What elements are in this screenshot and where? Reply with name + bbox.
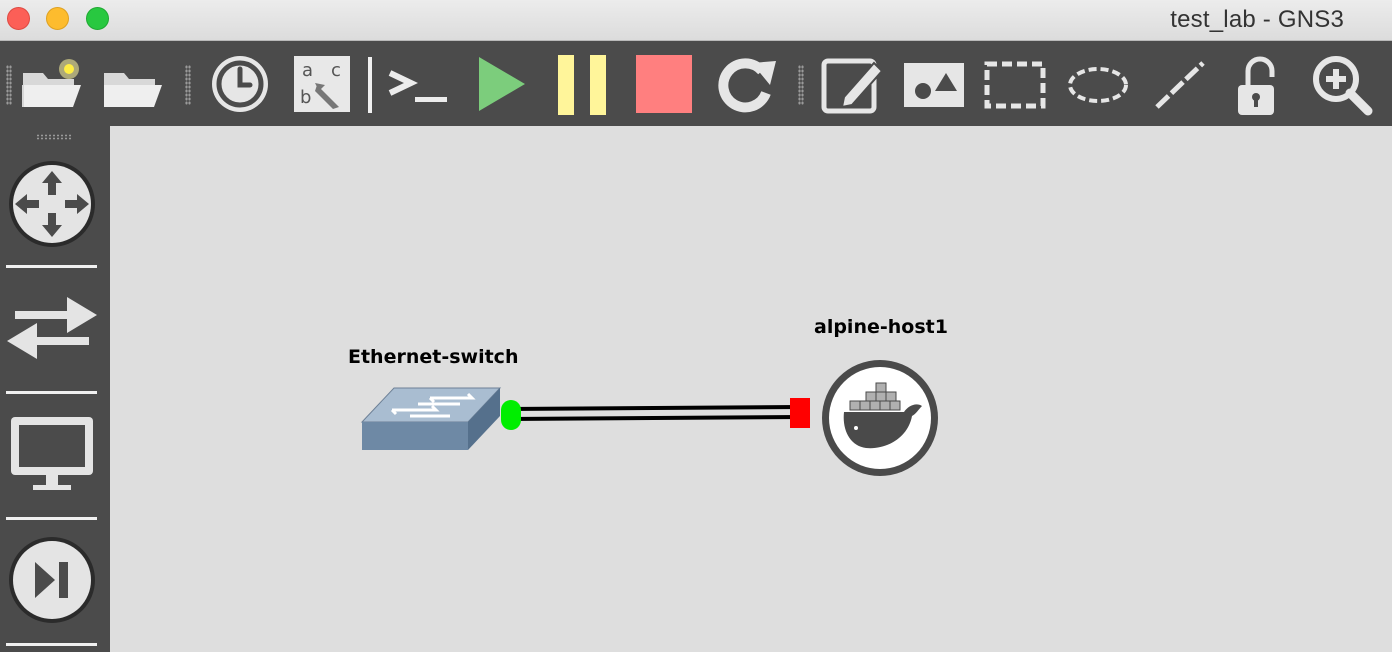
node-ethernet-switch[interactable] bbox=[360, 386, 502, 454]
sidebar-separator bbox=[6, 643, 97, 646]
pause-icon bbox=[558, 55, 606, 115]
device-sidebar bbox=[0, 126, 110, 652]
switch-icon bbox=[7, 297, 97, 359]
toolbar-separator bbox=[368, 57, 372, 113]
network-link[interactable] bbox=[507, 405, 801, 421]
sidebar-separator bbox=[6, 517, 97, 520]
router-icon bbox=[9, 161, 95, 247]
topology-canvas[interactable]: Ethernet-switch alpine-host1 bbox=[110, 126, 1392, 652]
main-toolbar: a c b bbox=[0, 41, 1392, 126]
sidebar-item-all-devices[interactable] bbox=[4, 530, 100, 630]
skip-forward-icon bbox=[9, 537, 95, 623]
picture-icon bbox=[904, 63, 964, 107]
sidebar-separator bbox=[6, 391, 97, 394]
sidebar-item-routers[interactable] bbox=[4, 154, 100, 254]
clock-icon bbox=[212, 56, 268, 112]
minimize-window-button[interactable] bbox=[46, 7, 69, 30]
line-icon bbox=[1155, 61, 1205, 109]
sidebar-grip[interactable] bbox=[36, 134, 72, 140]
console-all-button[interactable] bbox=[381, 49, 451, 119]
draw-rectangle-button[interactable] bbox=[980, 49, 1050, 119]
unlock-icon bbox=[1238, 56, 1275, 115]
lock-items-button[interactable] bbox=[1226, 49, 1296, 119]
toolbar-grip[interactable] bbox=[798, 65, 804, 105]
sidebar-item-switches[interactable] bbox=[4, 278, 100, 378]
add-note-button[interactable] bbox=[816, 49, 886, 119]
reload-icon bbox=[718, 58, 776, 113]
new-project-button[interactable] bbox=[17, 49, 87, 119]
stop-icon bbox=[636, 55, 692, 113]
reload-all-button[interactable] bbox=[710, 49, 780, 119]
monitor-icon bbox=[11, 417, 93, 490]
play-icon bbox=[479, 57, 525, 111]
ethernet-switch-icon bbox=[360, 387, 502, 450]
node-alpine-host1[interactable] bbox=[820, 358, 940, 478]
insert-picture-button[interactable] bbox=[899, 49, 969, 119]
zoom-in-icon bbox=[1313, 56, 1373, 116]
terminal-icon bbox=[388, 70, 447, 102]
window-title: test_lab - GNS3 bbox=[1170, 6, 1344, 33]
snapshots-button[interactable] bbox=[205, 49, 275, 119]
open-project-button[interactable] bbox=[98, 49, 168, 119]
folder-open-icon bbox=[104, 73, 162, 107]
rectangle-icon bbox=[984, 61, 1046, 109]
folder-new-icon bbox=[22, 59, 81, 107]
sidebar-separator bbox=[6, 265, 97, 268]
node-label-alpine-host1[interactable]: alpine-host1 bbox=[814, 316, 948, 338]
link-status-switch-port[interactable] bbox=[501, 400, 521, 430]
sidebar-item-end-devices[interactable] bbox=[4, 404, 100, 504]
docker-icon bbox=[822, 360, 938, 476]
draw-ellipse-button[interactable] bbox=[1063, 49, 1133, 119]
abc-letter-b: b bbox=[300, 87, 311, 108]
start-all-button[interactable] bbox=[465, 49, 535, 119]
zoom-in-button[interactable] bbox=[1306, 49, 1376, 119]
abc-letter-a: a bbox=[302, 60, 313, 81]
toolbar-grip[interactable] bbox=[6, 65, 12, 105]
suspend-all-button[interactable] bbox=[547, 49, 617, 119]
link-status-host-port[interactable] bbox=[790, 398, 810, 428]
abc-cursor-icon: a c b bbox=[294, 56, 350, 112]
ellipse-icon bbox=[1068, 67, 1128, 103]
close-window-button[interactable] bbox=[7, 7, 30, 30]
maximize-window-button[interactable] bbox=[86, 7, 109, 30]
topology-links bbox=[507, 405, 801, 421]
draw-line-button[interactable] bbox=[1145, 49, 1215, 119]
title-bar: test_lab - GNS3 bbox=[0, 0, 1392, 41]
show-interface-labels-button[interactable]: a c b bbox=[287, 49, 357, 119]
node-label-ethernet-switch[interactable]: Ethernet-switch bbox=[348, 346, 519, 368]
toolbar-grip[interactable] bbox=[185, 65, 191, 105]
abc-letter-c: c bbox=[331, 60, 341, 81]
edit-note-icon bbox=[821, 58, 884, 114]
stop-all-button[interactable] bbox=[629, 49, 699, 119]
